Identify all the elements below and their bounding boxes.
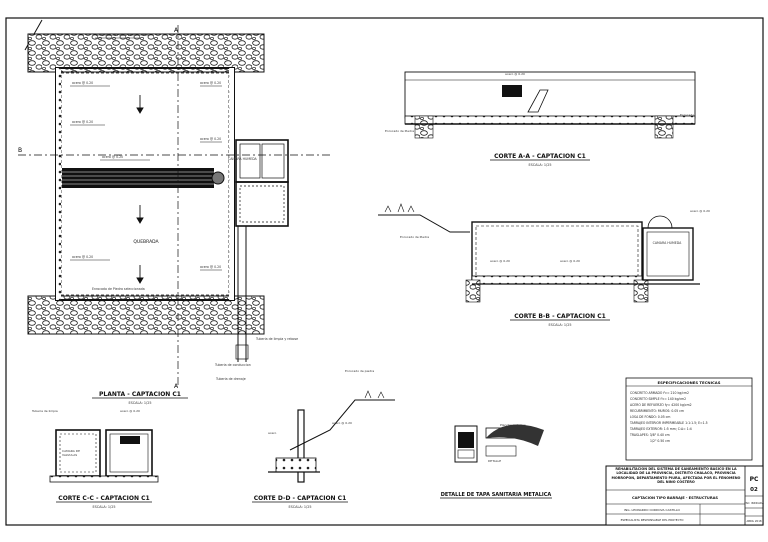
title-block: REHABILITACION DEL SISTEMA DE SANEAMIENT… <box>605 465 764 526</box>
svg-text:DETALLE: DETALLE <box>488 459 501 463</box>
svg-text:TRASLAPES: 3/8" 0.40 cm: TRASLAPES: 3/8" 0.40 cm <box>629 433 670 437</box>
sheet-title: CAPTACION TIPO BARRAJE - ESTRUCTURAS <box>632 496 718 500</box>
svg-text:CONCRETO SIMPLE f'c= 140 kg/cm: CONCRETO SIMPLE f'c= 140 kg/cm2 <box>630 397 686 401</box>
svg-text:CAMARA HUMEDA: CAMARA HUMEDA <box>228 157 258 161</box>
project-title: REHABILITACION DEL SISTEMA DE SANEAMIENT… <box>611 467 741 485</box>
svg-text:ESCALA: 1/25: ESCALA: 1/25 <box>128 401 151 405</box>
section-cc-title: CORTE C-C - CAPTACION C1 <box>58 495 149 502</box>
svg-text:ESCALA: 1/25: ESCALA: 1/25 <box>528 163 551 167</box>
svg-text:ACERO DE REFUERZO fy= 4200 kg/: ACERO DE REFUERZO fy= 4200 kg/cm2 <box>630 403 692 407</box>
barrage-band <box>62 168 214 188</box>
svg-text:acero @ 0.20: acero @ 0.20 <box>200 265 221 269</box>
svg-text:acero @ 0.20: acero @ 0.20 <box>120 409 140 413</box>
svg-text:RECUBRIMIENTO: MUROS: 0.05 cm: RECUBRIMIENTO: MUROS: 0.05 cm <box>630 409 684 413</box>
svg-text:B: B <box>18 147 22 154</box>
plan-view: A A B Enrocado de Piedra seleccionada ac… <box>18 19 330 405</box>
svg-text:ESPECIALISTA RESPONSABLE DEL P: ESPECIALISTA RESPONSABLE DEL PROYECTO <box>621 518 685 522</box>
specs-heading: ESPECIFICACIONES TECNICAS <box>658 380 721 385</box>
svg-text:CAMARA HUMEDA: CAMARA HUMEDA <box>653 241 683 245</box>
svg-text:ESCALA: 1/25: ESCALA: 1/25 <box>92 505 115 509</box>
svg-text:acero @ 0.20: acero @ 0.20 <box>505 72 525 76</box>
specs-box: ESPECIFICACIONES TECNICAS CONCRETO ARMAD… <box>625 377 753 461</box>
detail-title: DETALLE DE TAPA SANITARIA METALICA <box>441 492 552 498</box>
svg-text:Enrocado: Enrocado <box>680 113 694 117</box>
svg-text:ESCALA: 1/25: ESCALA: 1/25 <box>288 505 311 509</box>
svg-text:Tuberia de limpia: Tuberia de limpia <box>31 409 58 413</box>
svg-text:VALVULAS: VALVULAS <box>62 453 77 457</box>
svg-text:LOSA DE FONDO: 0.05 cm: LOSA DE FONDO: 0.05 cm <box>630 415 670 419</box>
sheet-border <box>5 17 764 526</box>
section-dd: acero @ 0.20 Enrocado de piedra acero CO… <box>252 369 395 509</box>
detail-sanitary-cover: Plancha metalica DETALLE DETALLE DE TAPA… <box>440 423 552 499</box>
svg-text:A: A <box>174 27 179 34</box>
svg-text:acero @ 0.20: acero @ 0.20 <box>72 120 93 124</box>
svg-text:acero: acero <box>268 431 277 435</box>
svg-text:ABRIL 2018: ABRIL 2018 <box>747 519 762 523</box>
plan-title: PLANTA - CAPTACION C1 <box>99 391 181 398</box>
svg-text:acero @ 0.20: acero @ 0.20 <box>200 137 221 141</box>
svg-text:acero @ 0.20: acero @ 0.20 <box>332 421 352 425</box>
section-cc: CAMARA DE VALVULAS Tuberia de limpia ace… <box>31 409 159 509</box>
svg-text:Enrocado de piedra: Enrocado de piedra <box>345 369 374 373</box>
svg-text:TARRAJEO EXTERIOR: 1:5 mm; C:A: TARRAJEO EXTERIOR: 1:5 mm; C:A= 1:4 <box>629 427 692 431</box>
svg-text:acero @ 0.20: acero @ 0.20 <box>72 255 93 259</box>
section-bb: CAMARA HUMEDA Enrocado de Piedra acero @… <box>378 203 710 327</box>
svg-text:acero @ 0.20: acero @ 0.20 <box>490 259 510 263</box>
svg-text:ESCALA: 1/25: ESCALA: 1/25 <box>548 323 571 327</box>
bottom-stone-wall <box>27 295 265 335</box>
svg-text:CONCRETO ARMADO f'c= 210 kg/cm: CONCRETO ARMADO f'c= 210 kg/cm2 <box>630 391 689 395</box>
svg-text:acero @ 0.20: acero @ 0.20 <box>560 259 580 263</box>
svg-text:acero @ 0.20: acero @ 0.20 <box>102 155 123 159</box>
svg-text:Tuberia de drenaje: Tuberia de drenaje <box>215 377 246 381</box>
svg-text:Enrocado de Piedra seleccionad: Enrocado de Piedra seleccionada <box>96 33 149 37</box>
svg-text:CAMARA DE: CAMARA DE <box>62 449 80 453</box>
svg-text:Tuberia de conduccion: Tuberia de conduccion <box>214 363 251 367</box>
quebrada-label: QUEBRADA <box>133 239 159 245</box>
svg-text:acero @ 0.20: acero @ 0.20 <box>72 81 93 85</box>
svg-text:acero @ 0.20: acero @ 0.20 <box>200 81 221 85</box>
svg-text:Enrocado de Piedra: Enrocado de Piedra <box>400 235 429 239</box>
svg-text:1/2" 0.50 cm: 1/2" 0.50 cm <box>650 439 670 443</box>
svg-text:Tuberia de limpia y rebose: Tuberia de limpia y rebose <box>255 337 298 341</box>
svg-text:TARRAJEO INTERIOR IMPERMEABLE: TARRAJEO INTERIOR IMPERMEABLE 1:1:1.5; E… <box>629 421 708 425</box>
svg-text:A: A <box>174 383 179 390</box>
section-aa: acero @ 0.20 Enrocado de Piedra Enrocado… <box>385 71 696 167</box>
section-bb-title: CORTE B-B - CAPTACION C1 <box>514 313 606 320</box>
svg-text:Plancha metalica: Plancha metalica <box>500 423 526 427</box>
svg-text:acero @ 0.20: acero @ 0.20 <box>690 209 710 213</box>
sheet-code: PC <box>750 476 759 483</box>
section-dd-title: CORTE D-D - CAPTACION C1 <box>254 495 347 502</box>
engineer-name: ING. LEONARDO CORDOVA CASTILLO <box>624 508 680 512</box>
top-stone-wall <box>27 33 265 73</box>
section-aa-title: CORTE A-A - CAPTACION C1 <box>494 153 586 160</box>
svg-text:ESC: INDICADA: ESC: INDICADA <box>744 501 764 505</box>
svg-text:Enrocado de Piedra seleccionad: Enrocado de Piedra seleccionada <box>92 287 145 291</box>
svg-text:Enrocado de Piedra: Enrocado de Piedra <box>385 129 414 133</box>
sheet-number: 02 <box>750 487 758 493</box>
